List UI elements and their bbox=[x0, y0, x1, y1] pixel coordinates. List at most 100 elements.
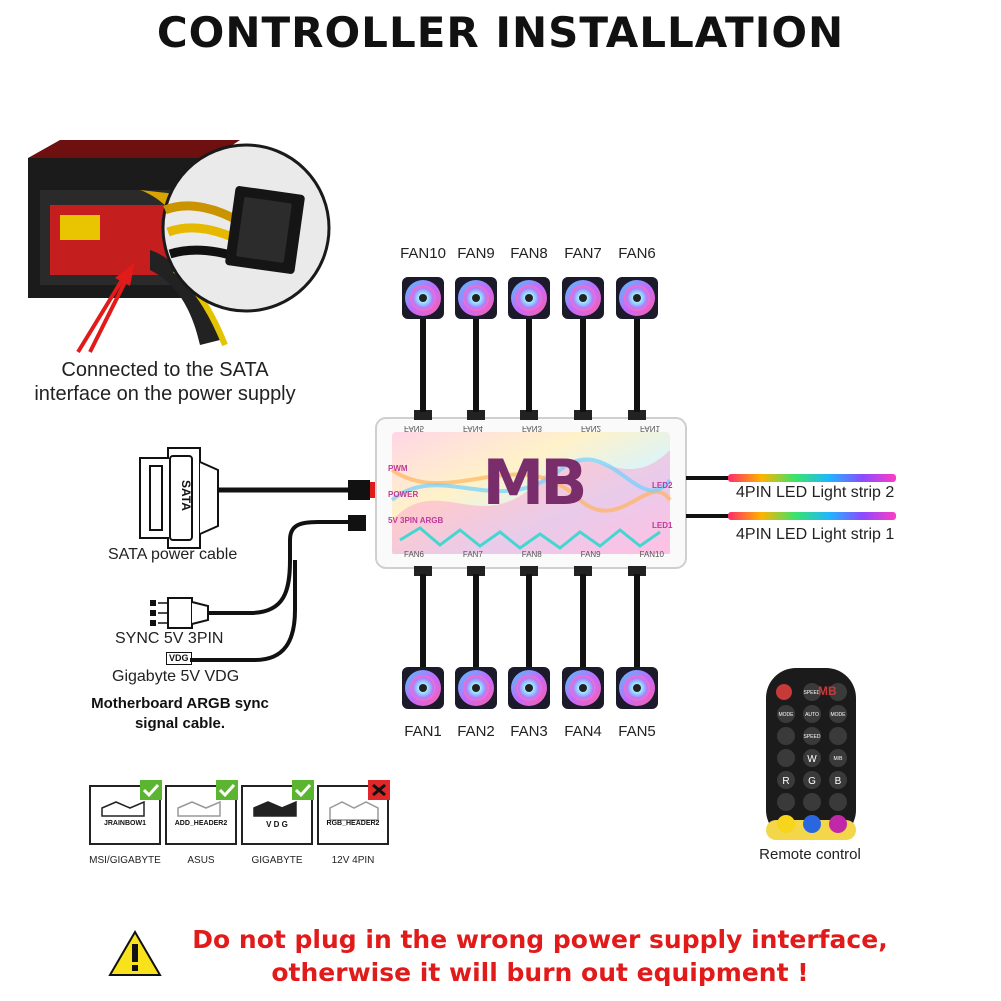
remote-button bbox=[803, 727, 821, 745]
board-left-label: POWER bbox=[388, 490, 419, 499]
remote-button-label: MODE bbox=[779, 712, 795, 718]
vdg-tag: VDG bbox=[166, 652, 192, 665]
board-port-label: FAN7 bbox=[462, 550, 483, 559]
fan-label: FAN3 bbox=[510, 723, 548, 740]
header-pin-text: V D G bbox=[266, 820, 288, 829]
remote-button bbox=[803, 683, 821, 701]
fan-label: FAN4 bbox=[564, 723, 602, 740]
remote-button-label: M/B bbox=[834, 756, 844, 762]
motherboard-caption: Motherboard ARGB sync signal cable. bbox=[70, 694, 290, 734]
sync-label: SYNC 5V 3PIN bbox=[115, 630, 224, 647]
board-port-label: FAN9 bbox=[580, 550, 601, 559]
board-logo: MB bbox=[482, 446, 588, 519]
led-strip-label: 4PIN LED Light strip 2 bbox=[736, 484, 895, 501]
board-port-label: FAN1 bbox=[639, 424, 660, 433]
sata-zoom-circle bbox=[161, 143, 331, 313]
remote-button bbox=[829, 771, 847, 789]
fan-label: FAN9 bbox=[457, 245, 495, 262]
remote-button-label: SPEED bbox=[804, 690, 821, 696]
fan-label: FAN8 bbox=[510, 245, 548, 262]
motherboard-caption-line1: Motherboard ARGB sync bbox=[91, 695, 269, 712]
remote-button bbox=[803, 793, 821, 811]
sata-connector-text: SATA bbox=[179, 480, 193, 511]
remote-button-label: R bbox=[782, 776, 789, 787]
remote-button-label: AUTO bbox=[805, 712, 819, 718]
remote-button bbox=[803, 705, 821, 723]
remote-button bbox=[829, 727, 847, 745]
sata-caption: SATA power cable bbox=[108, 546, 238, 563]
controller-board bbox=[375, 417, 687, 569]
board-port-label: FAN8 bbox=[521, 550, 542, 559]
header-label: GIGABYTE bbox=[251, 855, 303, 866]
warning-line1: Do not plug in the wrong power supply in… bbox=[192, 925, 888, 954]
warning-triangle-icon bbox=[108, 930, 162, 976]
remote-button-label: W bbox=[807, 754, 817, 765]
remote-button bbox=[829, 749, 847, 767]
fan-label: FAN2 bbox=[457, 723, 495, 740]
remote-logo: MB bbox=[818, 684, 837, 698]
header-label: ASUS bbox=[187, 855, 215, 866]
remote-button bbox=[803, 815, 821, 833]
fan-icon bbox=[402, 277, 444, 319]
fan-icon bbox=[562, 667, 604, 709]
bottom-fans bbox=[402, 667, 658, 709]
fan-label: FAN5 bbox=[618, 723, 656, 740]
header-label: MSI/GIGABYTE bbox=[89, 855, 161, 866]
board-port-label: FAN6 bbox=[404, 550, 425, 559]
board-fan-headers bbox=[414, 410, 646, 576]
page-title: CONTROLLER INSTALLATION bbox=[156, 8, 845, 57]
psu-caption: Connected to the SATA interface on the p… bbox=[0, 358, 330, 406]
board-right-label: LED1 bbox=[652, 521, 673, 530]
header-pin-text: JRAINBOW1 bbox=[103, 820, 146, 827]
top-fan-cables bbox=[420, 318, 640, 412]
gigabyte-label: Gigabyte 5V VDG bbox=[112, 668, 240, 685]
header-pin-text: ADD_HEADER2 bbox=[174, 820, 228, 827]
remote-button bbox=[829, 683, 847, 701]
remote-button bbox=[829, 793, 847, 811]
board-right-labels: LED2 LED1 bbox=[652, 466, 672, 546]
remote-button bbox=[803, 771, 821, 789]
fan-icon bbox=[402, 667, 444, 709]
header-pin-text: RGB_HEADER2 bbox=[326, 820, 380, 827]
board-port-label: FAN10 bbox=[639, 550, 664, 559]
remote-button bbox=[777, 815, 795, 833]
remote-button-label: B bbox=[835, 776, 842, 787]
fan-icon bbox=[508, 667, 550, 709]
remote-button-label: SPEED bbox=[804, 734, 821, 740]
fan-icon bbox=[616, 667, 658, 709]
remote-button bbox=[777, 727, 795, 745]
remote-button bbox=[803, 749, 821, 767]
board-port-label: FAN5 bbox=[404, 424, 425, 433]
fan-label: FAN1 bbox=[404, 723, 442, 740]
psu-caption-line2: interface on the power supply bbox=[34, 383, 296, 405]
board-left-label: 5V 3PIN ARGB bbox=[388, 516, 444, 525]
board-port-label: FAN4 bbox=[462, 424, 483, 433]
fan-label: FAN7 bbox=[564, 245, 602, 262]
remote-button-label: MODE bbox=[831, 712, 847, 718]
board-port-label: FAN2 bbox=[580, 424, 601, 433]
led-strip-label: 4PIN LED Light strip 1 bbox=[736, 526, 895, 543]
remote-button bbox=[777, 705, 795, 723]
remote-button bbox=[777, 749, 795, 767]
board-left-label: PWM bbox=[388, 464, 408, 473]
fan-icon bbox=[455, 667, 497, 709]
remote-button bbox=[777, 771, 795, 789]
led-strip-cables bbox=[686, 474, 896, 520]
remote-button bbox=[829, 815, 847, 833]
board-bottom-port-labels: FAN6 FAN7 FAN8 FAN9 FAN10 bbox=[404, 550, 664, 559]
board-left-labels: PWM POWER 5V 3PIN ARGB bbox=[388, 456, 443, 534]
warning-line2: otherwise it will burn out equipment ! bbox=[271, 958, 809, 987]
board-right-label: LED2 bbox=[652, 481, 673, 490]
remote-button bbox=[777, 793, 795, 811]
warning-text: Do not plug in the wrong power supply in… bbox=[170, 923, 910, 989]
fan-icon bbox=[616, 277, 658, 319]
fan-label: FAN10 bbox=[400, 245, 446, 262]
psu-caption-line1: Connected to the SATA bbox=[61, 359, 269, 381]
remote-button-label: G bbox=[808, 776, 816, 787]
top-fans bbox=[402, 277, 658, 319]
remote-caption: Remote control bbox=[759, 846, 861, 863]
motherboard-caption-line2: signal cable. bbox=[134, 715, 226, 732]
board-top-port-labels: FAN5 FAN4 FAN3 FAN2 FAN1 bbox=[404, 424, 660, 433]
sata-connector-drawing bbox=[139, 447, 376, 549]
